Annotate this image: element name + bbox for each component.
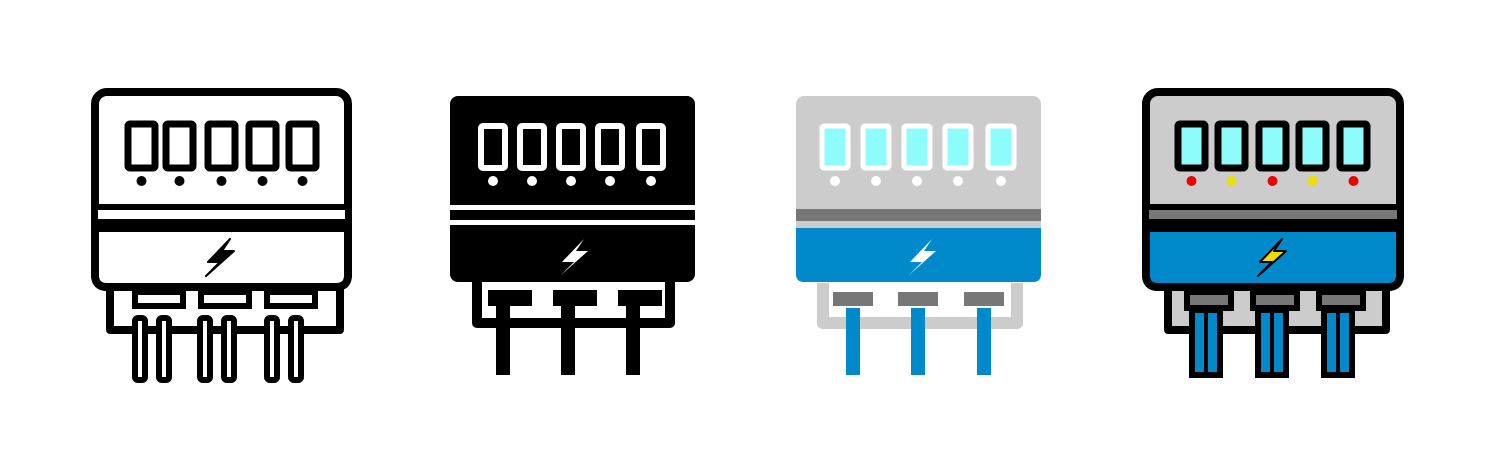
- display-window: [860, 123, 892, 171]
- terminal-block: [618, 290, 662, 306]
- terminal-block: [264, 289, 318, 309]
- indicator-dot: [871, 176, 881, 186]
- cable: [626, 305, 640, 375]
- display-window: [985, 123, 1017, 171]
- terminal-block: [198, 289, 252, 309]
- display-window: [819, 123, 851, 171]
- indicator-dot: [996, 176, 1006, 186]
- indicator-dot: [1348, 176, 1359, 186]
- terminal-block: [553, 290, 597, 306]
- electric-meter-outline-icon: [91, 88, 352, 383]
- indicator-dot: [1307, 176, 1318, 186]
- electric-meter-glyph-icon: [450, 96, 695, 375]
- display-window: [124, 120, 159, 172]
- display-window: [1214, 120, 1249, 172]
- cable: [846, 308, 860, 375]
- indicator-dot: [566, 176, 576, 186]
- indicator-dot: [830, 176, 840, 186]
- cable: [977, 308, 991, 375]
- display-window: [478, 123, 508, 171]
- display-window: [556, 123, 586, 171]
- display-window: [901, 123, 933, 171]
- cable: [561, 305, 575, 375]
- indicator-dot: [297, 176, 308, 186]
- display-window: [1295, 120, 1330, 172]
- display-window: [1255, 120, 1290, 172]
- divider-strip: [1143, 204, 1403, 225]
- meter-body: [450, 96, 695, 282]
- indicator-dot: [216, 176, 227, 186]
- indicator-dot: [257, 176, 268, 186]
- display-window: [162, 120, 197, 172]
- electric-meter-filled-outline-icon: [1142, 88, 1404, 378]
- terminal-block: [833, 292, 873, 306]
- cable: [496, 305, 510, 375]
- indicator-dot: [1267, 176, 1278, 186]
- display-window: [636, 123, 666, 171]
- cable: [911, 308, 925, 375]
- display-window: [1336, 120, 1371, 172]
- divider-gap: [450, 205, 695, 210]
- terminal-block: [898, 292, 938, 306]
- indicator-dot: [605, 176, 615, 186]
- terminal-block: [488, 290, 532, 306]
- cable: [132, 315, 148, 383]
- terminal-block: [132, 289, 186, 309]
- display-window: [517, 123, 547, 171]
- lightning-bolt-icon: [1257, 238, 1287, 277]
- cable: [264, 315, 280, 383]
- display-window: [595, 123, 625, 171]
- cable: [197, 315, 213, 383]
- terminal-block: [1250, 289, 1300, 311]
- lightning-bolt-icon: [560, 239, 588, 276]
- terminal-block: [1184, 289, 1234, 311]
- indicator-dot: [1186, 176, 1197, 186]
- divider-strip: [92, 204, 351, 225]
- display-window: [204, 120, 239, 172]
- indicator-dot: [1226, 176, 1237, 186]
- indicator-dot: [136, 176, 147, 186]
- cable: [288, 315, 304, 383]
- display-window: [245, 120, 280, 172]
- display-window: [942, 123, 974, 171]
- indicator-dot: [527, 176, 537, 186]
- divider-strip: [796, 209, 1041, 221]
- divider-gap: [450, 220, 695, 225]
- terminal-block: [964, 292, 1004, 306]
- cable: [221, 315, 237, 383]
- display-window: [285, 120, 320, 172]
- indicator-dot: [488, 176, 498, 186]
- lightning-bolt-icon: [205, 238, 235, 277]
- indicator-dot: [174, 176, 185, 186]
- indicator-dot: [912, 176, 922, 186]
- electric-meter-flat-color-icon: [796, 96, 1041, 375]
- cable: [156, 315, 172, 383]
- indicator-dot: [953, 176, 963, 186]
- display-window: [1174, 120, 1209, 172]
- indicator-dot: [646, 176, 656, 186]
- lightning-bolt-icon: [908, 239, 936, 276]
- terminal-block: [1316, 289, 1366, 311]
